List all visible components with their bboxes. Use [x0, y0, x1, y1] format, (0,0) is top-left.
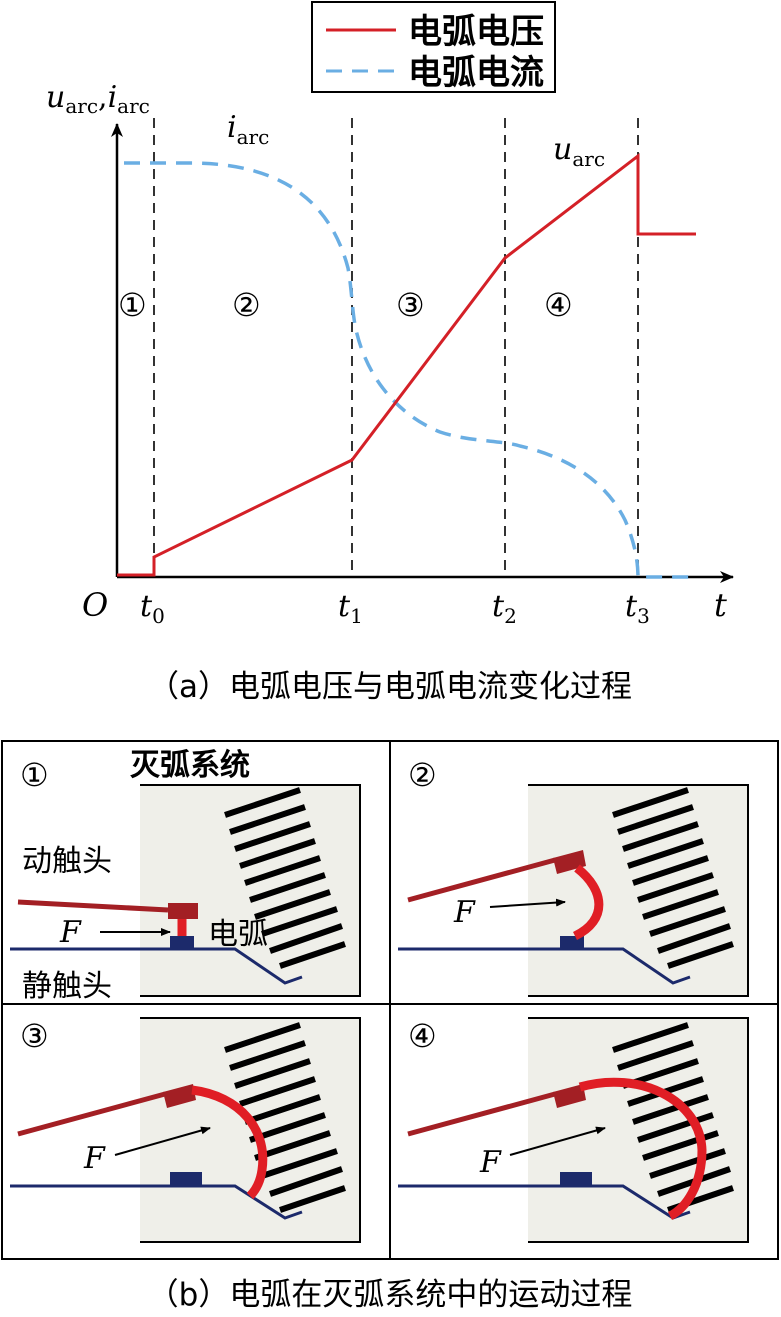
force-label: F	[59, 915, 82, 950]
panel-stage-4: F ④	[398, 1017, 749, 1243]
force-label: F	[453, 895, 476, 930]
static-contact-tip	[560, 1172, 592, 1186]
stage-2-marker: ②	[232, 286, 261, 324]
static-contact-tip	[170, 936, 194, 949]
static-contact-label: 静触头	[22, 969, 112, 1004]
electric-arc	[578, 1077, 707, 1221]
stage-3-marker: ③	[396, 286, 425, 324]
legend: 电弧电压 电弧电流	[311, 1, 556, 93]
force-label: F	[479, 1145, 502, 1180]
moving-contact-bar	[17, 899, 169, 913]
force-arrow	[509, 1126, 606, 1156]
moving-contact-bar	[407, 1091, 556, 1137]
stage-marker: ②	[408, 756, 437, 794]
arc-label: 电弧	[208, 917, 268, 952]
electric-arc	[572, 864, 604, 941]
origin-label: O	[82, 586, 108, 624]
arc-splitter-plates	[224, 787, 346, 969]
voltage-current-chart: 电弧电压 电弧电流 uarc,iarc O t t0 t1 t2 t3 ① ② …	[46, 1, 734, 628]
moving-contact-bar	[17, 1091, 166, 1137]
moving-contact-tip	[168, 903, 198, 919]
arc-system-title: 灭弧系统	[130, 748, 250, 783]
stage-4-marker: ④	[544, 286, 573, 324]
tick-t0: t0	[140, 589, 165, 628]
moving-contact-tip	[553, 1084, 586, 1108]
voltage-curve-label: uarc	[553, 132, 605, 171]
static-contact-bar	[10, 1184, 303, 1220]
x-axis-label: t	[714, 586, 727, 624]
arc-chamber	[528, 1017, 749, 1243]
arc-chamber	[528, 784, 749, 997]
arc-current-curve	[124, 161, 692, 579]
moving-contact-bar	[407, 857, 556, 903]
panel-stage-1: F 电弧 ① 灭弧系统 动触头 静触头	[10, 748, 361, 1004]
tick-t2: t2	[492, 589, 517, 628]
force-arrow	[114, 1126, 211, 1156]
caption-a: （a）电弧电压与电弧电流变化过程	[148, 669, 632, 705]
force-arrow	[489, 898, 566, 908]
tick-t1: t1	[338, 589, 363, 628]
panel-stage-3: F ③	[10, 1017, 361, 1243]
electric-arc	[191, 1085, 268, 1200]
legend-voltage-label: 电弧电压	[408, 12, 544, 52]
arc-splitter-plates	[612, 787, 734, 969]
y-axis-label: uarc,iarc	[46, 80, 150, 118]
arc-voltage-curve	[117, 152, 696, 577]
tick-t3: t3	[625, 589, 650, 628]
static-contact-bar	[10, 947, 303, 985]
arc-chamber	[140, 1017, 361, 1243]
current-curve-label: iarc	[227, 110, 269, 149]
force-label: F	[83, 1141, 106, 1176]
caption-b: （b）电弧在灭弧系统中的运动过程	[148, 1277, 633, 1313]
arc-motion-panels: F 电弧 ① 灭弧系统 动触头 静触头	[1, 740, 779, 1260]
stage-1-marker: ①	[118, 286, 147, 324]
moving-contact-label: 动触头	[22, 844, 112, 879]
moving-contact-tip	[163, 1084, 196, 1108]
static-contact-tip	[170, 1172, 202, 1186]
stage-marker: ③	[20, 1017, 49, 1055]
static-contact-bar	[398, 947, 691, 985]
legend-box	[311, 1, 556, 93]
arc-splitter-plates	[224, 1022, 346, 1213]
stage-marker: ①	[20, 756, 49, 794]
arc-splitter-plates	[612, 1022, 734, 1213]
legend-current-label: 电弧电流	[408, 53, 544, 93]
static-contact-bar	[398, 1184, 691, 1220]
stage-marker: ④	[408, 1017, 437, 1055]
panel-stage-2: F ②	[398, 756, 749, 997]
